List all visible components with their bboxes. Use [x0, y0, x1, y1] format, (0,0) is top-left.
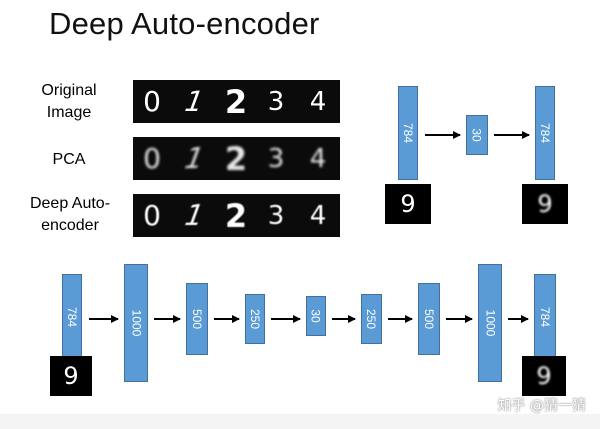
shallow-layer-784-out: 784: [535, 86, 555, 180]
deep-output-digit: 9: [522, 356, 566, 396]
deep-layer-250-enc: 250: [245, 294, 265, 344]
slide-title: Deep Auto-encoder: [49, 6, 320, 41]
shallow-input-digit: 9: [385, 184, 431, 224]
deep-autoencoder-strip: 0 1 2 3 4: [133, 194, 340, 237]
watermark: 知乎 @猜一猜: [497, 398, 586, 414]
shallow-layer-784-in: 784: [398, 86, 418, 180]
row-label-pca: PCA: [52, 151, 86, 168]
digit-3: 3: [267, 200, 285, 231]
deep-layer-500-enc: 500: [186, 283, 208, 355]
digit-4: 4: [309, 86, 327, 117]
row-label-original: Original Image: [41, 82, 97, 121]
deep-layer-250-dec: 250: [361, 294, 382, 344]
row-label-deep-autoencoder: Deep Auto-encoder: [29, 195, 111, 234]
digit-3: 3: [267, 86, 285, 117]
digit-0: 0: [143, 199, 161, 232]
digit-2: 2: [224, 196, 248, 235]
deep-layer-30: 30: [306, 296, 326, 336]
digit-0: 0: [143, 85, 161, 118]
digit-0: 0: [143, 142, 161, 175]
deep-layer-500-dec: 500: [418, 283, 440, 355]
digit-2: 2: [224, 82, 248, 121]
deep-layer-1000-enc: 1000: [124, 264, 148, 382]
digit-4: 4: [309, 200, 327, 231]
original-image-strip: 0 1 2 3 4: [133, 80, 340, 123]
pca-strip: 0 1 2 3 4: [133, 137, 340, 180]
digit-4: 4: [309, 143, 327, 174]
shallow-output-digit: 9: [522, 184, 568, 224]
shallow-layer-30: 30: [466, 115, 488, 155]
footer-band: [0, 414, 600, 429]
digit-3: 3: [267, 143, 285, 174]
deep-layer-1000-dec: 1000: [478, 264, 502, 382]
deep-input-digit: 9: [50, 356, 92, 396]
digit-2: 2: [224, 139, 248, 178]
